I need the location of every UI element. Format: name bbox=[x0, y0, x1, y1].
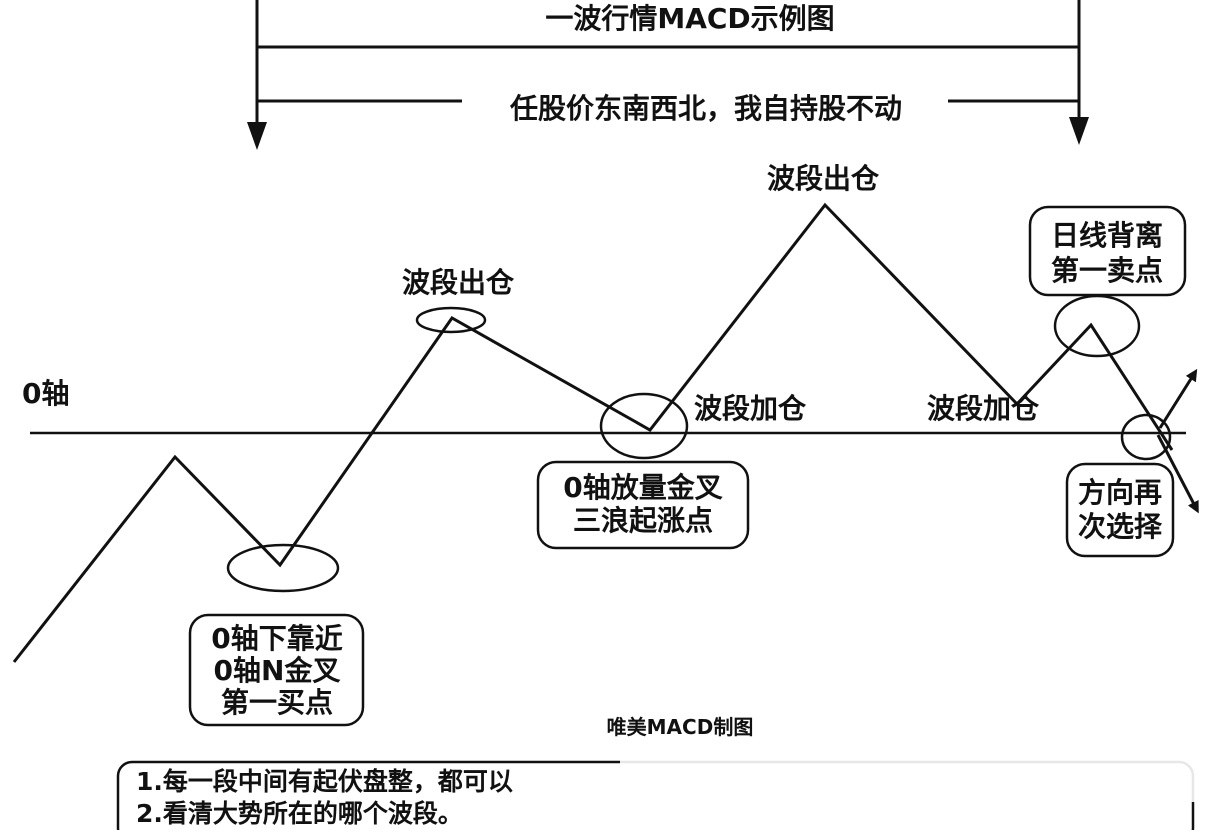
diagram-subtitle: 任股价东南西北，我自持股不动 bbox=[509, 92, 902, 125]
watermark-text: 唯美MACD制图 bbox=[607, 715, 754, 739]
note-line-1: 1.每一段中间有起伏盘整，都可以 bbox=[136, 767, 513, 796]
note-line-2: 2.看清大势所在的哪个波段。 bbox=[136, 799, 463, 828]
wave3-circle bbox=[599, 392, 689, 460]
buy-box-line-1: 0轴下靠近 bbox=[211, 622, 342, 655]
direction-circle bbox=[1120, 413, 1172, 461]
peak2-label: 波段出仓 bbox=[767, 162, 880, 195]
bracket-left-arrowhead bbox=[247, 122, 267, 150]
bracket-right-arrowhead bbox=[1069, 117, 1089, 145]
diagram-title: 一波行情MACD示例图 bbox=[545, 2, 834, 35]
sell-point-circle bbox=[1053, 294, 1141, 358]
buy-box-line-2: 0轴N金叉 bbox=[214, 654, 341, 687]
wave3-box bbox=[536, 460, 750, 550]
add-position-label-1: 波段加仓 bbox=[694, 392, 807, 425]
direction-box-line-2: 次选择 bbox=[1078, 510, 1163, 543]
direction-down-arrow bbox=[1156, 434, 1199, 514]
notes-blur-overlay bbox=[620, 752, 1206, 802]
add-position-label-2: 波段加仓 bbox=[927, 392, 1040, 425]
macd-wave-line bbox=[12, 202, 1174, 663]
peak1-label: 波段出仓 bbox=[402, 266, 515, 299]
direction-box bbox=[1065, 462, 1175, 558]
buy-point-circle bbox=[226, 543, 340, 593]
wave3-box-line-1: 0轴放量金叉 bbox=[563, 471, 722, 504]
buy-box-line-3: 第一买点 bbox=[221, 686, 333, 719]
zero-axis-label: 0轴 bbox=[22, 377, 69, 410]
direction-up-arrow bbox=[1158, 368, 1198, 429]
sell-box-line-2: 第一卖点 bbox=[1051, 254, 1163, 287]
sell-box-line-1: 日线背离 bbox=[1051, 219, 1163, 252]
buy-point-box bbox=[188, 613, 365, 727]
peak1-circle bbox=[415, 306, 487, 334]
sell-point-box bbox=[1028, 205, 1187, 297]
wave3-box-line-2: 三浪起涨点 bbox=[573, 504, 713, 537]
direction-box-line-1: 方向再 bbox=[1078, 476, 1162, 509]
